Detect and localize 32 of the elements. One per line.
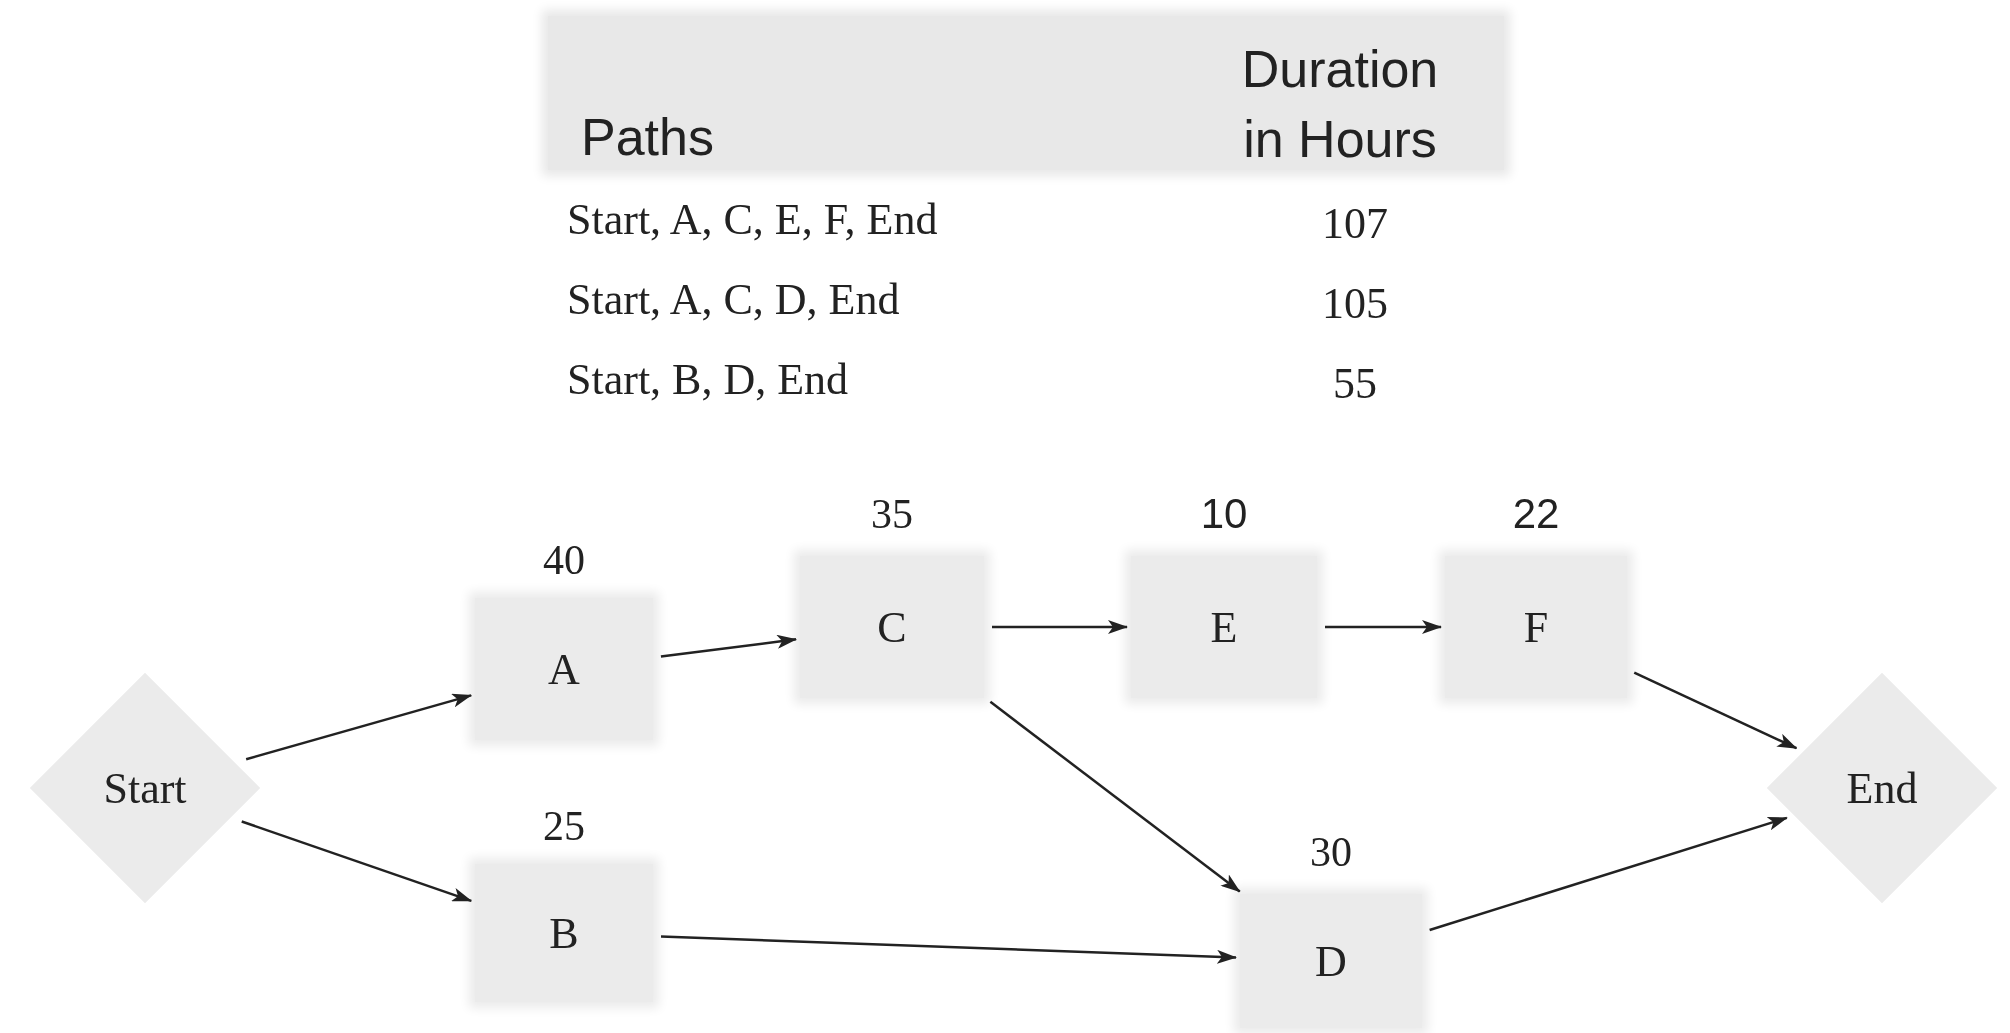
table-cell-text: 55 [1332,358,1378,410]
arrow [245,693,473,761]
arrow [1325,620,1442,634]
table-cell: Start, A, C, E, F, End [567,194,938,245]
task-label: End [1846,762,1918,814]
task-label: B [549,907,579,959]
arrow [241,820,473,903]
task-label: E [1210,601,1238,653]
task-label: Start [103,762,187,814]
arrow [1633,671,1798,750]
arrow [989,700,1241,893]
column-header: Duration in Hours [1240,39,1440,171]
arrow [992,620,1128,634]
arrow [660,935,1237,964]
duration-label: 35 [871,490,913,538]
arrow [660,634,797,658]
column-header: Paths [581,107,714,167]
table-cell-text: 107 [1321,198,1389,250]
duration-label: 25 [543,802,585,850]
table-cell: Start, B, D, End [567,354,849,405]
table-cell-text: 105 [1321,278,1389,330]
task-label: D [1315,935,1347,987]
table-cell: Start, A, C, D, End [567,274,900,325]
duration-label: 40 [543,536,585,584]
duration-label: 22 [1512,490,1560,538]
task-label: A [548,643,580,695]
task-label: F [1523,601,1549,653]
arrow [1429,816,1788,932]
duration-label: 30 [1310,828,1352,876]
duration-label: 10 [1200,490,1248,538]
task-label: C [877,601,907,653]
task-box [1240,894,1422,1028]
